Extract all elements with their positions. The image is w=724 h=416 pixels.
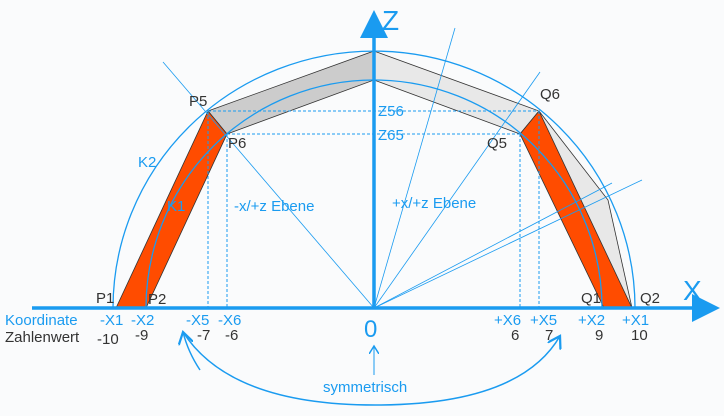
label-p2: P2 xyxy=(148,291,166,308)
value-px2: 9 xyxy=(595,327,603,344)
row-label-coordinate: Koordinate xyxy=(5,312,78,329)
coord-mx5: -X5 xyxy=(186,312,209,329)
label-z56: Z56 xyxy=(378,103,404,120)
label-q6: Q6 xyxy=(540,86,560,103)
label-q1: Q1 xyxy=(581,290,601,307)
coord-px1: +X1 xyxy=(622,312,649,329)
radial-lines xyxy=(162,27,643,309)
value-px5: 7 xyxy=(545,327,553,344)
label-k2: K2 xyxy=(138,154,156,171)
symmetry-label: symmetrisch xyxy=(323,379,407,396)
right-roof-band xyxy=(373,50,540,135)
symmetry-arc-arrow-start xyxy=(183,332,201,371)
origin-label: 0 xyxy=(364,316,377,343)
value-mx6: -6 xyxy=(225,327,238,344)
value-px1: 10 xyxy=(631,327,648,344)
coordinate-labels: -X1 -X2 -X5 -X6 +X6 +X5 +X2 +X1 xyxy=(100,312,649,329)
label-left-plane: -x/+z Ebene xyxy=(234,198,314,215)
value-mx2: -9 xyxy=(135,327,148,344)
label-q2: Q2 xyxy=(640,290,660,307)
label-p1: P1 xyxy=(96,290,114,307)
row-label-value: Zahlenwert xyxy=(5,329,80,346)
label-z65: Z65 xyxy=(378,127,404,144)
coord-mx2: -X2 xyxy=(131,312,154,329)
label-k1: K1 xyxy=(167,198,185,215)
x-axis-label: X xyxy=(683,275,702,306)
value-px6: 6 xyxy=(511,327,519,344)
coord-px5: +X5 xyxy=(530,312,557,329)
coord-px6: +X6 xyxy=(494,312,521,329)
coord-px2: +X2 xyxy=(578,312,605,329)
label-right-plane: +x/+z Ebene xyxy=(392,195,476,212)
value-mx1: -10 xyxy=(97,331,119,348)
z-axis-label: Z xyxy=(382,5,399,36)
label-p5: P5 xyxy=(189,93,207,110)
label-p6: P6 xyxy=(228,135,246,152)
coord-mx1: -X1 xyxy=(100,312,123,329)
value-mx5: -7 xyxy=(197,327,210,344)
symmetry-arc-arrow xyxy=(182,331,560,406)
coord-mx6: -X6 xyxy=(218,312,241,329)
label-q5: Q5 xyxy=(487,135,507,152)
